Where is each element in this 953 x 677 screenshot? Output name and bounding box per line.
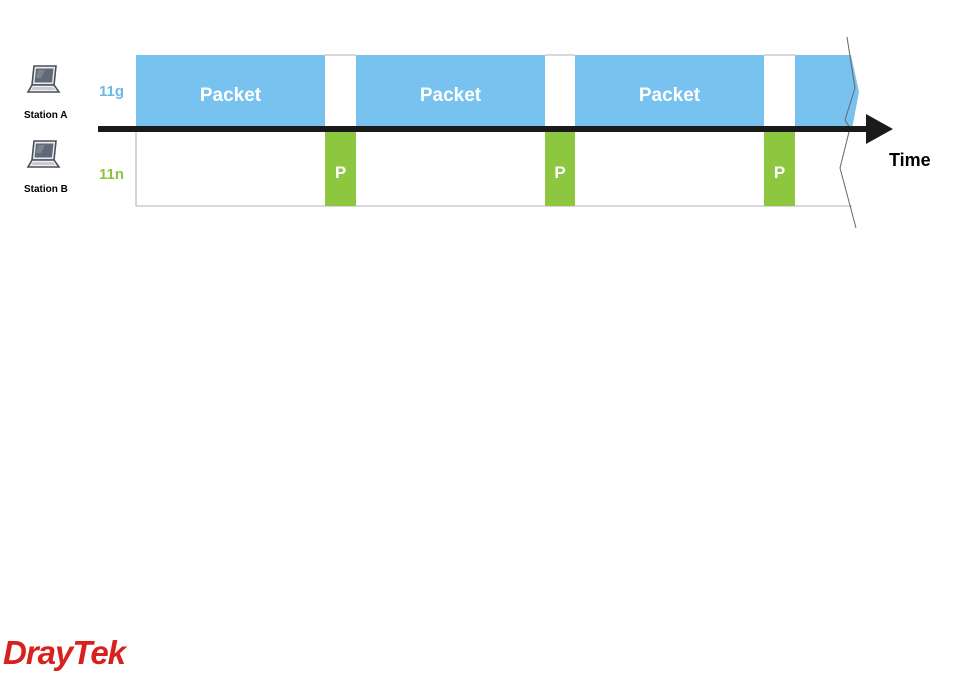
- p-label: P: [554, 163, 565, 182]
- band-11n-label: 11n: [99, 166, 124, 183]
- station-a-laptop-icon: [28, 66, 59, 92]
- p-label: P: [774, 163, 785, 182]
- station-b-laptop-icon: [28, 141, 59, 167]
- time-axis-label: Time: [889, 150, 931, 170]
- bottom-row-frame: [136, 129, 852, 206]
- time-axis-arrowhead: [866, 114, 893, 144]
- station-a-label: Station A: [24, 110, 68, 121]
- station-b-label: Station B: [24, 184, 68, 195]
- packet-label: Packet: [200, 85, 262, 106]
- packet-label: Packet: [420, 85, 482, 106]
- packet-block-partial: [795, 55, 859, 129]
- packet-label: Packet: [639, 85, 701, 106]
- draytek-logo: DrayTek: [3, 636, 125, 669]
- band-11g-label: 11g: [99, 83, 124, 100]
- p-label: P: [335, 163, 346, 182]
